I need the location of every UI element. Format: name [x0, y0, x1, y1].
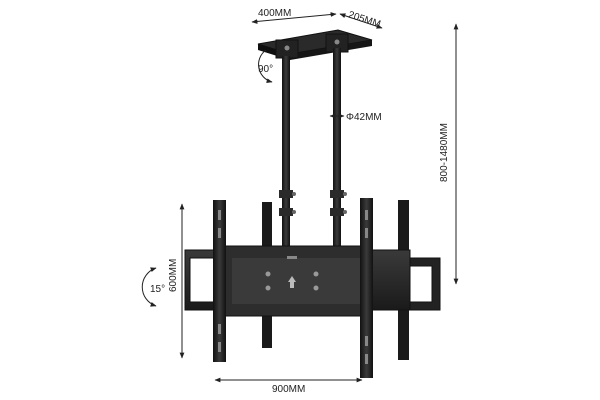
label-mount-depth: 205MM [347, 10, 382, 31]
dimension-lines [141, 12, 459, 383]
ceiling-plate [257, 29, 373, 60]
label-pole-diameter: Φ42MM [346, 112, 382, 123]
label-mount-width: 400MM [258, 8, 291, 19]
label-plate-width: 900MM [272, 384, 305, 395]
label-rotation-top: 90° [258, 64, 273, 75]
label-tilt: 15° [150, 284, 165, 295]
ceiling-poles [279, 48, 347, 254]
label-height-range: 800-1480MM [439, 123, 450, 182]
vertical-rails [213, 198, 373, 378]
label-plate-height: 600MM [168, 259, 179, 292]
